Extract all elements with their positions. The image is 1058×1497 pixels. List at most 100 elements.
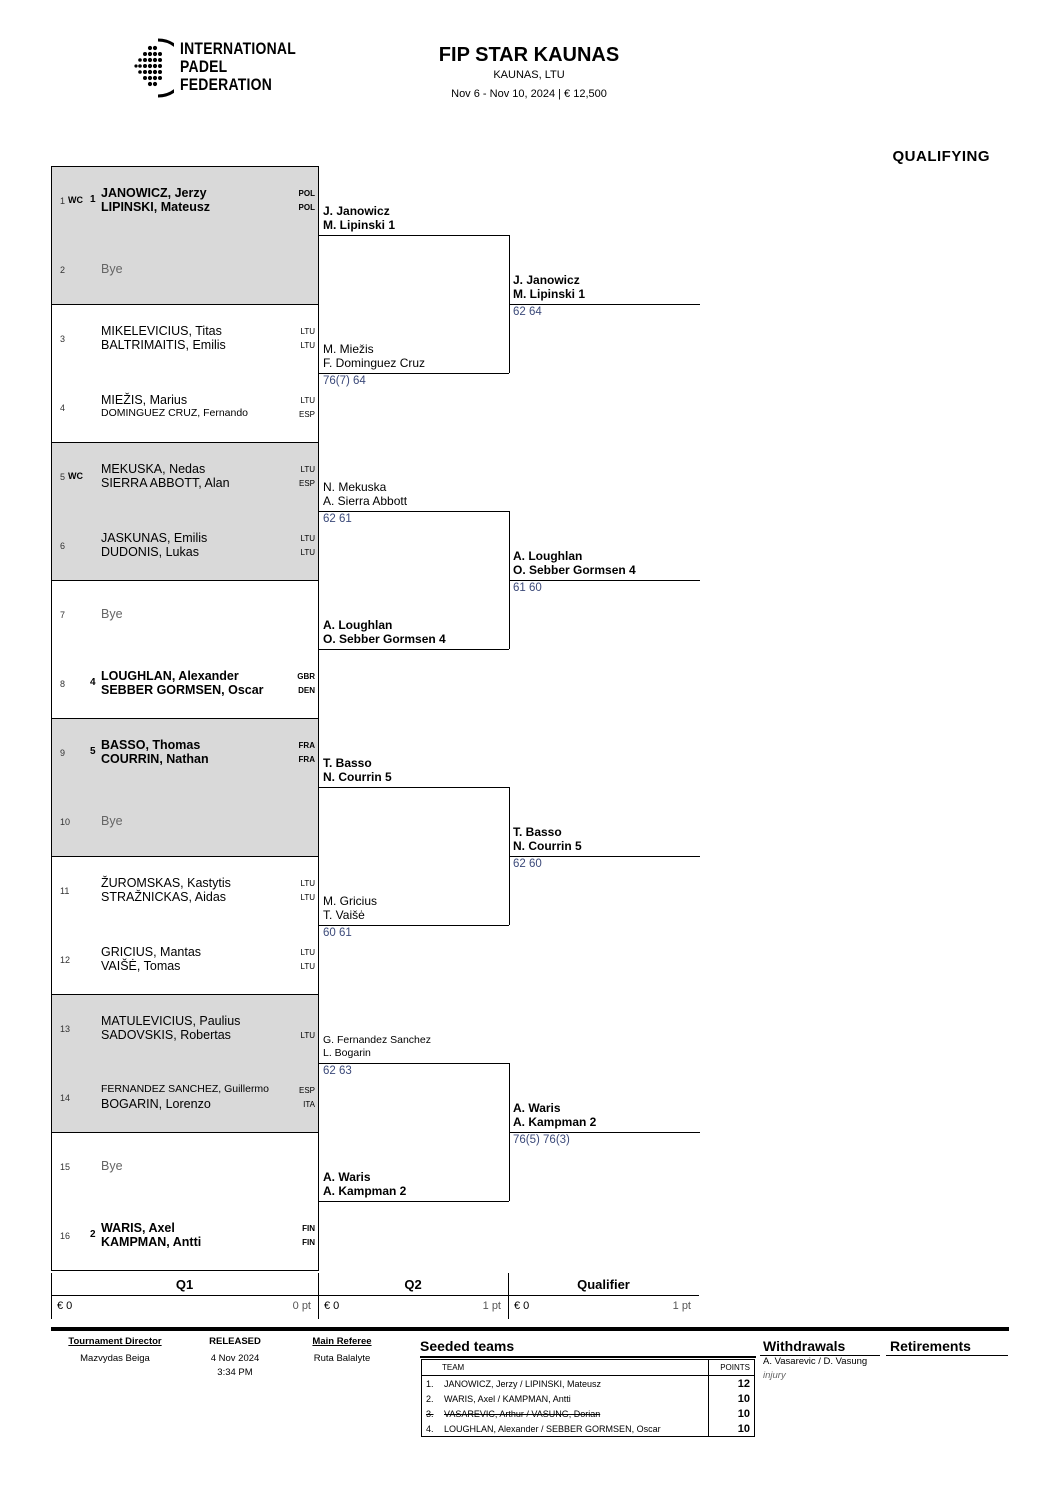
draw-slot: [51, 1063, 318, 1132]
seeded-header-row: TEAM POINTS: [421, 1359, 755, 1376]
bye-label: Bye: [101, 1159, 123, 1173]
player-name-2: SIERRA ABBOTT, Alan: [101, 476, 230, 490]
q2-line: [509, 580, 700, 581]
bye-label: Bye: [101, 607, 123, 621]
seeded-team: LOUGHLAN, Alexander / SEBBER GORMSEN, Os…: [444, 1423, 661, 1434]
withdrawal-reason: injury: [763, 1370, 786, 1381]
retirements-title: Retirements: [890, 1338, 971, 1354]
q1-line: [318, 511, 509, 512]
player-name-2: LIPINSKI, Mateusz: [101, 200, 211, 214]
q1-line: [318, 373, 509, 374]
draw-position: 4: [60, 403, 66, 413]
seeded-team: VASAREVIC, Arthur / VASUNG, Dorian: [444, 1408, 601, 1419]
q1-winner-2: M. Lipinski 1: [323, 218, 396, 232]
released-date: 4 Nov 2024: [210, 1353, 260, 1364]
player-nation-1: LTU: [300, 327, 315, 336]
draw-position: 2: [60, 265, 66, 275]
seed-number: 2: [90, 1229, 96, 1240]
draw-slot: [51, 787, 318, 856]
points-qualifier: 1 pt: [672, 1300, 691, 1312]
draw-position: 14: [60, 1093, 71, 1103]
draw-slot: [51, 235, 318, 304]
player-name-1: MIEŽIS, Marius: [101, 393, 188, 407]
draw-slot: [51, 718, 318, 787]
q1-winner-1: M. Gricius: [323, 894, 377, 908]
draw-divider: [51, 856, 319, 857]
released-label: RELEASED: [209, 1336, 261, 1347]
q1-winner-2: N. Courrin 5: [323, 770, 392, 784]
seeded-rank: 2.: [426, 1393, 434, 1404]
seeded-row-withdrawn: 3. VASAREVIC, Arthur / VASUNG, Dorian 10: [422, 1406, 755, 1421]
footer-rule: [51, 1327, 1009, 1331]
seeded-points: 10: [707, 1421, 755, 1437]
player-nation-1: POL: [298, 189, 315, 198]
draw-slot: [51, 580, 318, 649]
q2-score: 61 60: [513, 582, 542, 594]
seeded-points: 10: [707, 1406, 755, 1421]
draw-position: 5: [60, 472, 66, 482]
draw-divider: [51, 1270, 319, 1271]
qualifier-name-1: T. Basso: [513, 825, 562, 839]
player-name-2: BOGARIN, Lorenzo: [101, 1097, 211, 1111]
seeded-row: 2. WARIS, Axel / KAMPMAN, Antti 10: [422, 1391, 755, 1406]
q1-winner-1: A. Loughlan: [323, 618, 393, 632]
round-header-q1: Q1: [175, 1277, 194, 1292]
logo-line-2: PADEL: [180, 57, 228, 76]
draw-divider: [51, 304, 319, 305]
prize-qualifier: € 0: [514, 1300, 530, 1312]
player-nation-1: FIN: [302, 1224, 315, 1233]
q1-line: [318, 649, 509, 650]
player-nation-2: LTU: [300, 548, 315, 557]
withdrawals-rule: [760, 1355, 880, 1356]
seeded-team: WARIS, Axel / KAMPMAN, Antti: [444, 1393, 571, 1404]
q1-score: 62 63: [323, 1065, 352, 1077]
draw-divider: [51, 994, 319, 995]
qualifier-name-1: J. Janowicz: [513, 273, 580, 287]
player-nation-1: GBR: [297, 672, 315, 681]
q1-line: [318, 787, 509, 788]
seeded-title: Seeded teams: [420, 1338, 515, 1354]
player-name-1: MATULEVICIUS, Paulius: [101, 1014, 241, 1028]
q1-winner-2: A. Sierra Abbott: [323, 494, 408, 508]
fip-logo: INTERNATIONAL PADEL FEDERATION: [128, 36, 296, 100]
player-name-2: SEBBER GORMSEN, Oscar: [101, 683, 264, 697]
q1-winner-2: F. Dominguez Cruz: [323, 356, 426, 370]
qualifier-name-1: A. Waris: [513, 1101, 561, 1115]
player-nation-1: LTU: [300, 396, 315, 405]
draw-position: 15: [60, 1162, 71, 1172]
player-name-1: GRICIUS, Mantas: [101, 945, 202, 959]
draw-position: 11: [60, 886, 70, 896]
player-name-1: JANOWICZ, Jerzy: [101, 186, 207, 200]
referee-name: Ruta Balalyte: [313, 1353, 371, 1364]
draw-position: 13: [60, 1024, 71, 1034]
q1-score: 60 61: [323, 927, 352, 939]
draw-divider: [51, 1132, 319, 1133]
fip-logo-icon: [134, 38, 174, 98]
director-name: Mazvydas Beiga: [80, 1353, 150, 1364]
player-nation-2: DEN: [298, 686, 315, 695]
q1-winner-2: L. Bogarin: [323, 1047, 371, 1059]
rounds-table: Q1 Q2 Qualifier € 0 0 pt € 0 1 pt € 0 1 …: [51, 1273, 699, 1319]
prize-q2: € 0: [324, 1300, 340, 1312]
player-name-1: FERNANDEZ SANCHEZ, Guillermo: [101, 1083, 270, 1095]
seeded-points: 12: [707, 1375, 755, 1391]
q2-score: 62 60: [513, 858, 542, 870]
draw-slot: [51, 442, 318, 511]
qualifier-name-2: O. Sebber Gormsen 4: [513, 563, 636, 577]
player-name-1: LOUGHLAN, Alexander: [101, 669, 239, 683]
player-nation-2: FRA: [298, 755, 315, 764]
logo-line-1: INTERNATIONAL: [180, 39, 297, 58]
player-name-2: SADOVSKIS, Robertas: [101, 1028, 231, 1042]
draw-slot: [51, 925, 318, 994]
player-nation-2: ESP: [298, 410, 315, 419]
seeded-rank: 1.: [426, 1378, 434, 1389]
director-label: Tournament Director: [68, 1336, 162, 1347]
seeded-col-team: TEAM: [421, 1359, 709, 1376]
bye-label: Bye: [101, 814, 123, 828]
draw-divider: [51, 580, 319, 581]
player-nation-2: LTU: [300, 1031, 315, 1040]
seed-number: 1: [90, 194, 96, 205]
player-name-2: BALTRIMAITIS, Emilis: [101, 338, 226, 352]
q1-winner-1: N. Mekuska: [323, 480, 387, 494]
q2-line: [509, 1132, 700, 1133]
